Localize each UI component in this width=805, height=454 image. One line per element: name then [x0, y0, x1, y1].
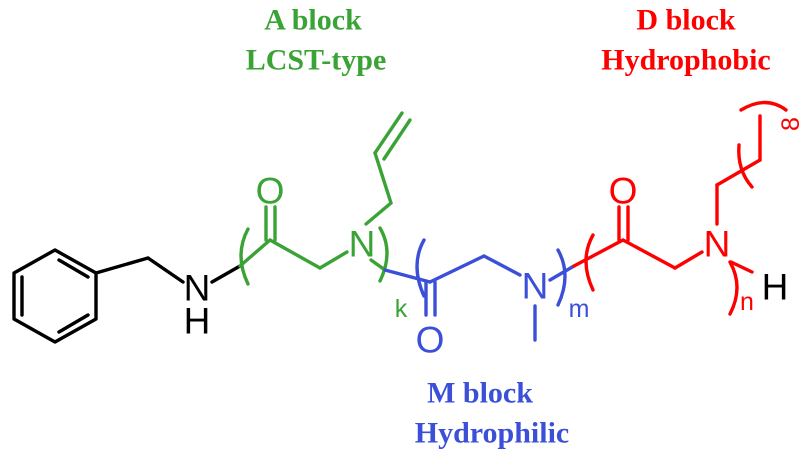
d-block-type: Hydrophobic	[601, 44, 771, 77]
d-ch2-to-n-bond	[673, 250, 704, 270]
benzene-inner-bond-2	[57, 313, 90, 334]
m-ch2-to-n-bond	[482, 254, 522, 277]
m-carbonyl-to-ch2-bond	[428, 254, 486, 284]
d-n-to-terminal-bond	[729, 260, 754, 274]
terminal-h-label: H	[762, 267, 789, 308]
amine-n-label: N	[184, 268, 211, 309]
m-n-to-d-block-bond	[548, 264, 576, 282]
a-block-name: A block	[264, 4, 362, 37]
d-block-unit: O N 8 n H	[572, 100, 805, 316]
m-block-close-paren	[556, 248, 567, 307]
alkyl-chain-bond-2	[715, 158, 762, 187]
a-n-label: N	[349, 224, 376, 265]
alkyl-chain-subscript: 8	[777, 117, 805, 131]
m-block-unit: O N m	[383, 238, 590, 361]
benzyl-group: N H	[12, 248, 242, 344]
a-block-open-paren	[239, 227, 250, 286]
d-n-label: N	[704, 224, 731, 265]
m-block-n-carbonyl-bond	[383, 268, 432, 284]
m-n-label: N	[522, 266, 549, 307]
a-carbonyl-to-ch2-bond	[268, 238, 322, 270]
d-carbonyl-o-label: O	[609, 171, 638, 212]
allyl-bond-1	[364, 201, 393, 226]
benzyl-ch2-bond	[94, 256, 150, 275]
benzene-ring	[12, 248, 98, 344]
m-block-type: Hydrophilic	[415, 417, 569, 450]
allyl-bond-2	[373, 151, 393, 205]
d-block-open-paren	[584, 233, 595, 292]
d-block-subscript: n	[740, 288, 754, 316]
block-labels: A block LCST-type D block Hydrophobic M …	[246, 4, 771, 450]
m-block-open-paren	[415, 238, 426, 298]
allyl-double-bond-2	[382, 118, 412, 161]
amine-h-label: H	[184, 301, 211, 342]
a-n-to-m-block-bond	[369, 258, 387, 272]
benzene-inner-bond-1	[57, 258, 90, 279]
m-carbonyl-o-label: O	[416, 320, 445, 361]
benzyl-to-nh-bond	[146, 256, 185, 284]
alkyl-open-paren	[737, 143, 754, 189]
a-ch2-to-n-bond	[318, 250, 349, 270]
allyl-double-bond-1	[373, 111, 404, 155]
a-block-subscript: k	[395, 295, 408, 323]
nh-to-a-block-bond	[210, 264, 242, 284]
d-block-n-carbonyl-bond	[572, 238, 625, 268]
d-block-close-paren	[728, 260, 739, 316]
a-block-unit: O N k	[238, 111, 412, 323]
a-block-close-paren	[378, 226, 389, 283]
a-carbonyl-o-label: O	[256, 171, 285, 212]
alkyl-close-paren	[739, 100, 788, 112]
m-block-subscript: m	[569, 295, 590, 323]
d-block-name: D block	[636, 4, 736, 37]
m-block-name: M block	[427, 377, 533, 410]
d-carbonyl-to-ch2-bond	[621, 238, 677, 270]
a-block-nh-carbonyl-bond	[238, 238, 272, 268]
a-block-type: LCST-type	[246, 44, 387, 77]
